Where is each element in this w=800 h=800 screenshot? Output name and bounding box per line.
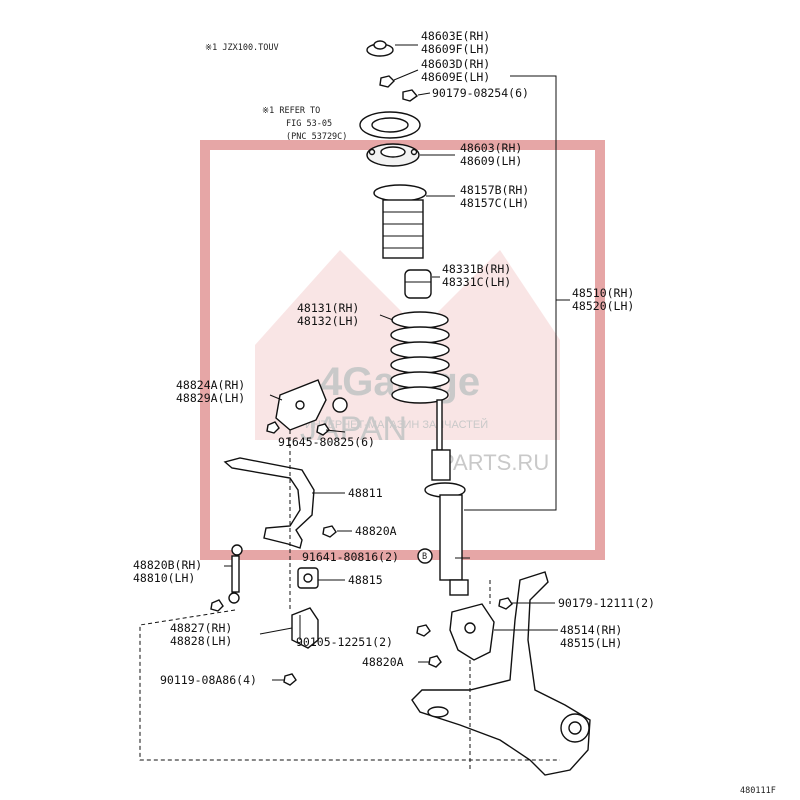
lower-arm xyxy=(411,571,591,776)
coil-spring xyxy=(390,311,450,404)
header-note: ※1 JZX100.TOUV xyxy=(205,43,279,53)
watermark-line3: PARTS.RU xyxy=(440,450,549,475)
callout-48815: 48815 xyxy=(348,573,383,587)
callout-48514: 48514(RH) 48515(LH) xyxy=(560,623,622,650)
svg-text:48520(LH): 48520(LH) xyxy=(572,299,634,313)
marker-b: B xyxy=(422,552,427,562)
upper-bolt-90179 xyxy=(498,597,513,610)
svg-text:48827(RH): 48827(RH) xyxy=(170,621,232,635)
shock-absorber xyxy=(424,399,469,596)
marker-circle-b xyxy=(417,548,433,564)
strut-assembly-bracket xyxy=(464,75,557,511)
svg-text:48603(RH): 48603(RH) xyxy=(460,141,522,155)
callout-90119: 90119-08A86(4) xyxy=(160,673,257,687)
svg-text:48603D(RH): 48603D(RH) xyxy=(421,57,490,71)
refer-note-line3: (PNC 53729C) xyxy=(286,132,347,142)
spring-bumper-bellows xyxy=(373,184,427,259)
bracket-bolt-2 xyxy=(316,423,330,436)
svg-text:48132(LH): 48132(LH) xyxy=(297,314,359,328)
insulator-plate xyxy=(359,111,421,139)
callout-48131: 48131(RH) 48132(LH) xyxy=(297,301,359,328)
callout-48824a: 48824A(RH) 48829A(LH) xyxy=(176,378,245,405)
callout-48510: 48510(RH) 48520(LH) xyxy=(572,286,634,313)
dust-cap xyxy=(366,40,394,57)
ref-line-left xyxy=(139,609,560,761)
callout-48820a-top: 48820A xyxy=(355,524,397,538)
svg-text:48829A(LH): 48829A(LH) xyxy=(176,391,245,405)
svg-text:48510(RH): 48510(RH) xyxy=(572,286,634,300)
svg-text:48609E(LH): 48609E(LH) xyxy=(421,70,490,84)
callout-48827: 48827(RH) 48828(LH) xyxy=(170,621,232,648)
svg-text:48609(LH): 48609(LH) xyxy=(460,154,522,168)
svg-text:48828(LH): 48828(LH) xyxy=(170,634,232,648)
callout-48157b: 48157B(RH) 48157C(LH) xyxy=(460,183,529,210)
svg-text:48331B(RH): 48331B(RH) xyxy=(442,262,511,276)
spring-bumper xyxy=(404,269,432,299)
stabilizer-link xyxy=(210,544,243,612)
bushing xyxy=(297,567,319,589)
svg-text:48820B(RH): 48820B(RH) xyxy=(133,558,202,572)
svg-text:48810(LH): 48810(LH) xyxy=(133,571,195,585)
callout-90179-08254: 90179-08254(6) xyxy=(432,86,529,100)
bushing-bracket xyxy=(283,607,319,686)
callout-48331b: 48331B(RH) 48331C(LH) xyxy=(442,262,511,289)
strut-lower-bracket xyxy=(449,603,495,661)
upper-support xyxy=(366,143,420,167)
marker-circle-b-top xyxy=(332,397,348,413)
refer-note: ※1 REFER TO FIG 53-05 (PNC 53729C) xyxy=(262,106,347,142)
callout-90105: 90105-12251(2) xyxy=(296,635,393,649)
watermark: 4Garage JAPAN ИНТЕРНЕТ-МАГАЗИН ЗАПЧАСТЕЙ… xyxy=(200,140,605,560)
upper-nut xyxy=(402,89,419,102)
refer-note-line2: FIG 53-05 xyxy=(286,119,332,129)
callout-91641: 91641-80816(2) xyxy=(302,550,399,564)
svg-text:48157B(RH): 48157B(RH) xyxy=(460,183,529,197)
callout-91645: 91645-80825(6) xyxy=(278,435,375,449)
callout-48811: 48811 xyxy=(348,486,383,500)
lock-nut xyxy=(379,75,395,88)
svg-text:48515(LH): 48515(LH) xyxy=(560,636,622,650)
svg-text:48609F(LH): 48609F(LH) xyxy=(421,42,490,56)
svg-text:48331C(LH): 48331C(LH) xyxy=(442,275,511,289)
svg-text:48157C(LH): 48157C(LH) xyxy=(460,196,529,210)
stabilizer-nut-top xyxy=(322,525,337,538)
callout-48603d: 48603D(RH) 48609E(LH) xyxy=(421,57,490,84)
stabilizer-bar xyxy=(223,457,315,549)
lower-bolt xyxy=(416,624,431,637)
svg-text:48514(RH): 48514(RH) xyxy=(560,623,622,637)
svg-text:48131(RH): 48131(RH) xyxy=(297,301,359,315)
stabilizer-bracket xyxy=(275,379,327,431)
callout-48820b: 48820B(RH) 48810(LH) xyxy=(133,558,202,585)
figure-id: 480111F xyxy=(740,786,776,796)
watermark-line2: ИНТЕРНЕТ-МАГАЗИН ЗАПЧАСТЕЙ xyxy=(305,418,488,431)
callout-48603: 48603(RH) 48609(LH) xyxy=(460,141,522,168)
callout-90179-12111: 90179-12111(2) xyxy=(558,596,655,610)
lower-nut-48820a xyxy=(428,655,442,668)
svg-text:48603E(RH): 48603E(RH) xyxy=(421,29,490,43)
callout-48820a-bottom: 48820A xyxy=(362,655,404,669)
callout-48603e: 48603E(RH) 48609F(LH) xyxy=(421,29,490,56)
refer-note-line1: ※1 REFER TO xyxy=(262,106,320,116)
bracket-bolt xyxy=(266,421,280,434)
svg-text:48824A(RH): 48824A(RH) xyxy=(176,378,245,392)
